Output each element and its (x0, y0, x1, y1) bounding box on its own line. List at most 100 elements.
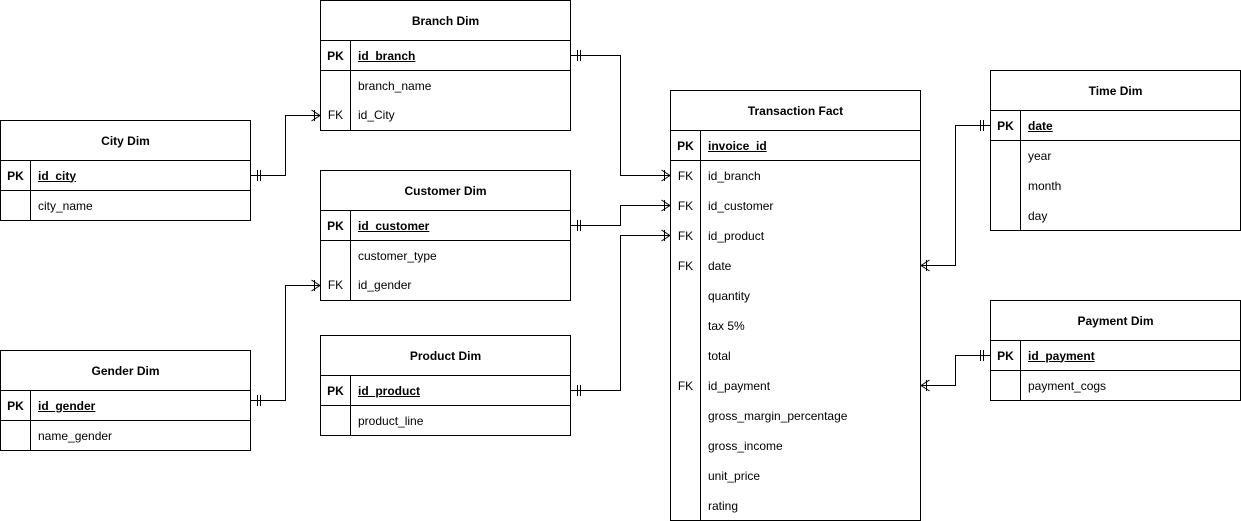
relationship-branch-transaction (571, 50, 671, 182)
relationship-product-transaction (571, 229, 671, 396)
field-row: FK id_payment (671, 371, 920, 401)
primary-key-row: PK id_payment (991, 341, 1240, 371)
product-dim-table[interactable]: Product Dim PK id_product product_line (320, 335, 571, 436)
field-name: quantity (708, 289, 751, 303)
field-name: branch_name (358, 78, 432, 93)
field-row: unit_price (671, 461, 920, 491)
key-label (991, 371, 1021, 401)
payment-dim-table[interactable]: Payment Dim PK id_payment payment_cogs (990, 300, 1241, 401)
field-name: id_gender (38, 398, 96, 413)
field-name: product_line (358, 413, 424, 428)
field-row: city_name (1, 191, 250, 221)
field-name: total (708, 349, 731, 363)
branch-dim-table[interactable]: Branch Dim PK id_branch branch_name FK i… (320, 0, 571, 131)
field-name: payment_cogs (1028, 378, 1107, 393)
field-name: tax 5% (708, 319, 745, 333)
field-row: FK id_customer (671, 191, 920, 221)
key-label: PK (321, 211, 351, 240)
key-label (991, 171, 1021, 201)
key-label: PK (1, 391, 31, 420)
key-label (671, 341, 701, 371)
field-name: id_product (708, 229, 765, 243)
field-row: FK date (671, 251, 920, 281)
key-label (671, 431, 701, 461)
entity-title: Gender Dim (1, 351, 250, 391)
key-label (321, 71, 351, 101)
key-label: PK (321, 376, 351, 405)
primary-key-row: PK id_product (321, 376, 570, 406)
entity-title: Time Dim (991, 71, 1240, 111)
key-label: PK (321, 41, 351, 70)
transaction-fact-table[interactable]: Transaction Fact PK invoice_id FK id_bra… (670, 90, 921, 521)
relationship-customer-transaction (571, 199, 671, 231)
entity-title: Payment Dim (991, 301, 1240, 341)
field-row: FK id_City (321, 100, 570, 130)
field-row: gross_margin_percentage (671, 401, 920, 431)
key-label: FK (671, 251, 701, 281)
relationship-time-transaction (920, 120, 990, 272)
field-row: branch_name (321, 71, 570, 101)
field-name: rating (708, 499, 739, 513)
field-row: quantity (671, 281, 920, 311)
entity-title: Branch Dim (321, 1, 570, 41)
field-name: month (1028, 179, 1062, 193)
gender-dim-table[interactable]: Gender Dim PK id_gender name_gender (0, 350, 251, 451)
entity-title: Transaction Fact (671, 91, 920, 131)
key-label: FK (321, 270, 351, 300)
field-name: id_city (38, 168, 77, 183)
field-row: gross_income (671, 431, 920, 461)
field-name: city_name (38, 198, 93, 213)
field-name: invoice_id (708, 138, 767, 153)
field-name: id_customer (358, 218, 430, 233)
key-label: FK (671, 221, 701, 251)
entity-title: Product Dim (321, 336, 570, 376)
field-name: unit_price (708, 469, 761, 483)
field-name: name_gender (38, 428, 113, 443)
key-label (1, 191, 31, 221)
key-label (671, 491, 701, 521)
primary-key-row: PK date (991, 111, 1240, 141)
city-dim-table[interactable]: City Dim PK id_city city_name (0, 120, 251, 221)
primary-key-row: PK id_customer (321, 211, 570, 241)
relationship-payment-transaction (920, 350, 990, 392)
field-row: product_line (321, 406, 570, 436)
key-label: FK (321, 100, 351, 130)
field-row: FK id_product (671, 221, 920, 251)
field-name: id_branch (358, 48, 416, 63)
field-name: id_customer (708, 199, 774, 213)
key-label: PK (1, 161, 31, 190)
relationship-city-branch (251, 109, 321, 181)
field-row: FK id_gender (321, 270, 570, 300)
field-row: total (671, 341, 920, 371)
field-row: rating (671, 491, 920, 521)
primary-key-row: PK id_gender (1, 391, 250, 421)
field-row: day (991, 201, 1240, 230)
field-name: id_product (358, 383, 420, 398)
key-label (671, 461, 701, 491)
key-label (1, 421, 31, 451)
field-name: date (708, 259, 732, 273)
field-name: id_payment (1028, 348, 1095, 363)
field-name: id_gender (358, 278, 412, 293)
field-name: day (1028, 208, 1048, 223)
customer-dim-table[interactable]: Customer Dim PK id_customer customer_typ… (320, 170, 571, 301)
key-label (671, 311, 701, 341)
entity-title: Customer Dim (321, 171, 570, 211)
field-name: id_City (358, 108, 395, 123)
field-name: customer_type (358, 248, 437, 263)
key-label (991, 141, 1021, 171)
field-name: date (1028, 118, 1053, 133)
field-name: gross_income (708, 439, 783, 453)
primary-key-row: PK invoice_id (671, 131, 920, 161)
key-label (671, 401, 701, 431)
key-label: FK (671, 191, 701, 221)
field-name: year (1028, 149, 1052, 163)
field-row: customer_type (321, 241, 570, 271)
field-name: gross_margin_percentage (708, 409, 848, 423)
relationship-gender-customer (251, 279, 321, 406)
key-label (671, 281, 701, 311)
field-row: name_gender (1, 421, 250, 451)
key-label (321, 406, 351, 436)
time-dim-table[interactable]: Time Dim PK date year month day (990, 70, 1241, 231)
key-label (321, 241, 351, 271)
